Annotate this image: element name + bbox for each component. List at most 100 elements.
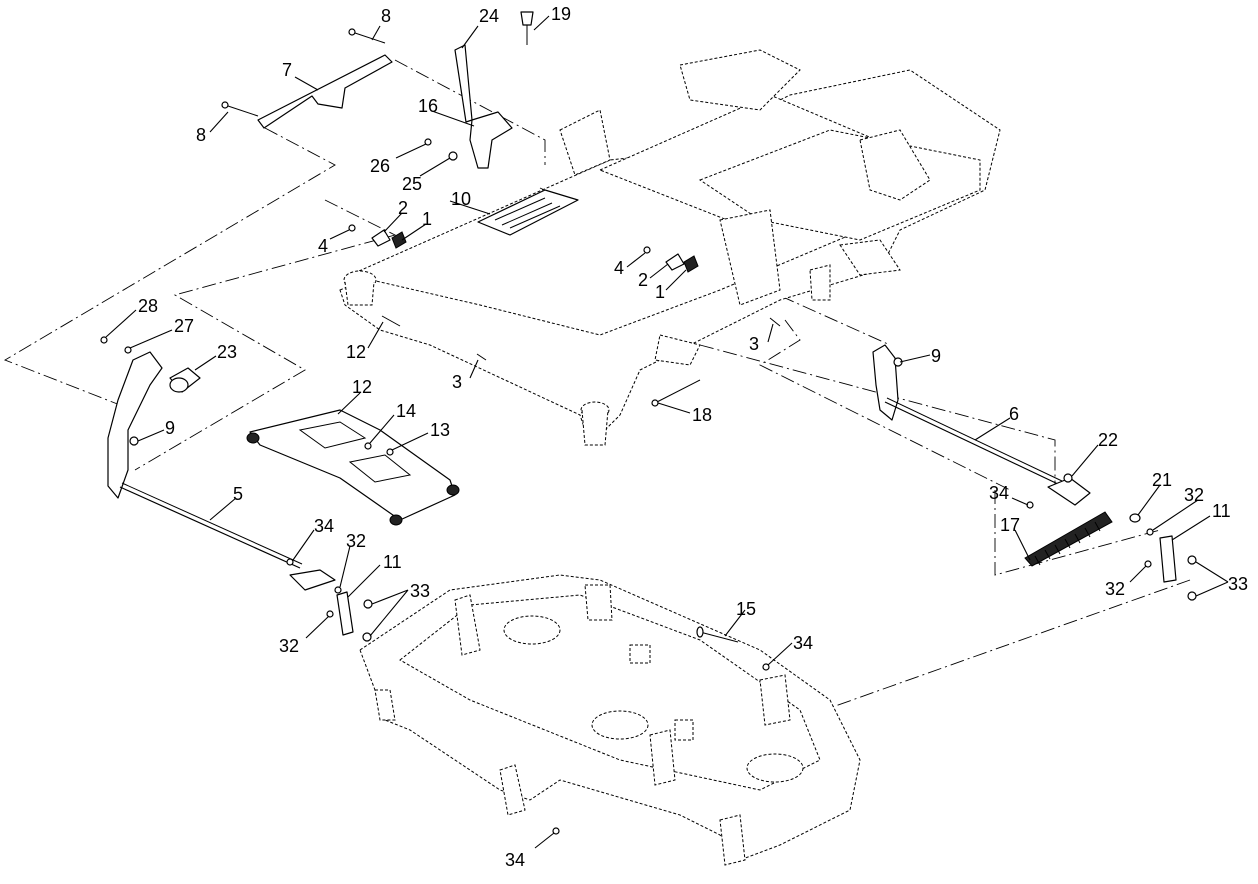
washer-32-right-lower (1144, 560, 1152, 568)
washer-32-lower-left (326, 610, 334, 618)
bolt-28 (100, 336, 108, 344)
rod-6-end-arm (1047, 477, 1091, 506)
washer-32-right-upper (1146, 528, 1154, 536)
pivot-bracket-left (107, 351, 163, 499)
callout-34-rod-right: 34 (989, 483, 1009, 503)
nut-34-left (286, 558, 294, 566)
callout-26: 26 (370, 156, 390, 176)
bolt-26 (424, 138, 432, 146)
callout-34-rod-left: 34 (314, 516, 334, 536)
callout-22: 22 (1098, 430, 1118, 450)
callout-1-right: 1 (655, 282, 665, 302)
callout-16: 16 (418, 96, 438, 116)
hoc-lever (469, 111, 513, 169)
pin-8-top (348, 28, 386, 44)
bolt-12-frame (381, 315, 401, 327)
callout-7: 7 (282, 60, 292, 80)
callout-25: 25 (402, 174, 422, 194)
nut-34-deck-bottom (552, 827, 560, 835)
callout-33-left: 33 (410, 581, 430, 601)
bolt-3-right (769, 317, 781, 327)
bushing-bottom (389, 514, 403, 526)
callout-8-top: 8 (381, 6, 391, 26)
callout-17: 17 (1000, 515, 1020, 535)
latch-2-right (665, 253, 685, 271)
main-frame (339, 49, 1001, 446)
rod-6-edge (886, 397, 1063, 482)
latch-2-left (371, 229, 391, 247)
pin-21 (1129, 513, 1141, 523)
washer-27 (124, 346, 132, 354)
rod-5 (119, 486, 301, 569)
lever-grip-24 (454, 44, 473, 123)
bolt-33-right-lower (1187, 591, 1197, 601)
cross-bracket-12 (249, 409, 456, 521)
phantom-lines (3, 59, 1191, 716)
leader-lines (105, 15, 1229, 849)
nut-4-left (348, 224, 356, 232)
callout-23: 23 (217, 342, 237, 362)
cross-bracket-slot-a (298, 421, 367, 449)
callout-24: 24 (479, 6, 499, 26)
spring-17 (1024, 511, 1113, 567)
rod-5-edge (121, 482, 303, 565)
bolt-3-left (476, 353, 487, 361)
bolt-13 (386, 448, 394, 456)
callout-3-left: 3 (452, 372, 462, 392)
callout-32-right-lower: 32 (1105, 579, 1125, 599)
callout-13: 13 (430, 420, 450, 440)
washer-14 (364, 442, 372, 450)
callout-32-left-upper: 32 (346, 531, 366, 551)
link-11-left (336, 591, 354, 636)
rod-6 (884, 401, 1061, 486)
bolt-33-upper-left (363, 599, 373, 609)
lift-arm-left (257, 54, 393, 129)
callout-9-right: 9 (931, 346, 941, 366)
callout-33-right: 33 (1228, 574, 1248, 594)
callout-4-left: 4 (318, 236, 328, 256)
callout-10: 10 (451, 189, 471, 209)
nut-4-right (643, 246, 651, 254)
callout-21: 21 (1152, 470, 1172, 490)
callout-27: 27 (174, 316, 194, 336)
bushing-right (446, 484, 460, 496)
callout-4-right: 4 (614, 258, 624, 278)
callout-32-right-upper: 32 (1184, 485, 1204, 505)
callout-34-deck-right: 34 (793, 633, 813, 653)
callout-12-frame: 12 (346, 342, 366, 362)
callout-2-right: 2 (638, 270, 648, 290)
nut-9-left (129, 436, 139, 446)
bolt-33-lower-left (362, 632, 372, 642)
bolt-33-right-upper (1187, 555, 1197, 565)
bolt-18 (651, 379, 701, 407)
foot-plate-10 (477, 189, 579, 236)
mower-deck (359, 574, 861, 866)
pin-15 (696, 626, 739, 643)
spring-1-right (683, 255, 699, 273)
callout-8-left: 8 (196, 125, 206, 145)
callout-28: 28 (138, 296, 158, 316)
callout-labels: 8 24 19 7 8 16 26 25 10 2 1 4 4 2 1 28 2… (138, 4, 1248, 870)
knob-19 (520, 11, 534, 45)
callout-11-right: 11 (1212, 501, 1231, 521)
callout-32-left-lower: 32 (279, 636, 299, 656)
pin-8-left (221, 101, 259, 117)
callout-19: 19 (551, 4, 571, 24)
nut-22 (1063, 473, 1073, 483)
bushing-left (246, 432, 260, 444)
cross-bracket-slot-b (348, 454, 412, 483)
callout-15: 15 (736, 599, 756, 619)
washer-32-upper-left (334, 586, 342, 594)
bushing-23 (169, 367, 201, 393)
callout-34-deck-bottom: 34 (505, 850, 525, 870)
callout-6: 6 (1009, 404, 1019, 424)
callout-5: 5 (233, 484, 243, 504)
callout-14: 14 (396, 401, 416, 421)
callout-9-left: 9 (165, 418, 175, 438)
spring-1-left (391, 231, 407, 249)
rod-5-end-arm (289, 569, 336, 591)
callout-3-right: 3 (749, 334, 759, 354)
washer-25 (448, 151, 458, 161)
callout-11-left: 11 (383, 552, 402, 572)
callout-12-bracket: 12 (352, 377, 372, 397)
